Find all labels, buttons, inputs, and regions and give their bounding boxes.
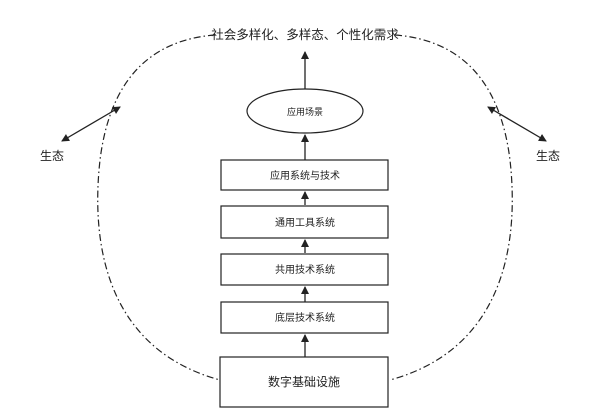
digital-infrastructure-label: 数字基础设施 <box>268 374 340 389</box>
layer-label: 通用工具系统 <box>275 216 335 229</box>
left-boundary-curve <box>97 34 221 381</box>
digital-infrastructure-box <box>219 356 389 408</box>
right-boundary-curve <box>389 34 513 381</box>
application-scenario-ellipse <box>246 88 364 134</box>
layer-label: 共用技术系统 <box>275 263 335 276</box>
layer-label: 底层技术系统 <box>275 311 335 324</box>
layer-box-shared-tech <box>220 253 389 286</box>
application-scenario-label: 应用场景 <box>287 106 323 118</box>
layer-label: 应用系统与技术 <box>270 169 340 182</box>
left-ecosystem-label: 生态 <box>40 149 64 163</box>
right-ecosystem-arrow <box>487 106 547 142</box>
layer-box-application-systems <box>220 159 389 191</box>
left-ecosystem-arrow <box>61 106 121 142</box>
top-demand-label: 社会多样化、多样态、个性化需求 <box>211 27 399 42</box>
right-ecosystem-label: 生态 <box>536 149 560 163</box>
layer-box-general-tools <box>220 205 389 239</box>
layer-box-base-tech <box>220 301 389 334</box>
